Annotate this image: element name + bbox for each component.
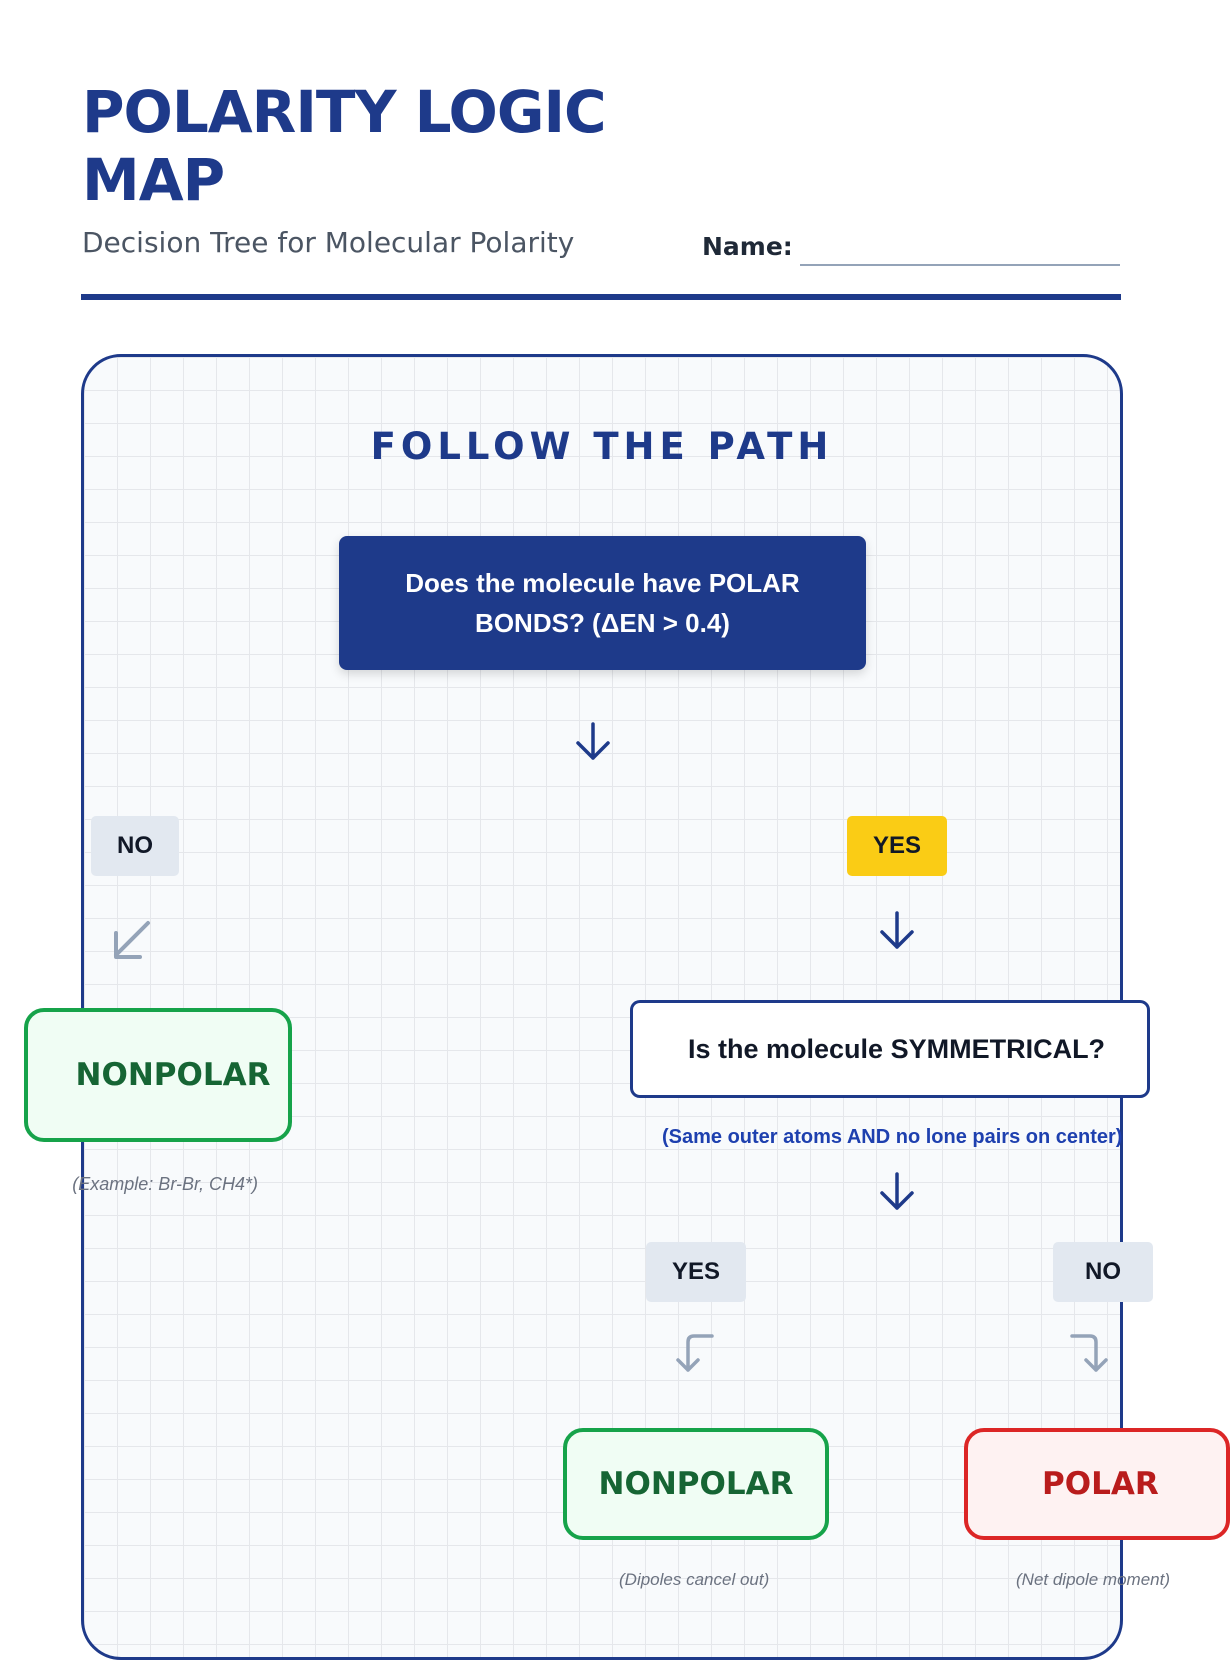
arrow-down-icon — [576, 722, 610, 760]
question-polar-bonds-text: Does the molecule have POLAR BONDS? (ΔEN… — [405, 568, 800, 638]
header-divider — [81, 294, 1121, 300]
left-nonpolar-result: NONPOLAR — [24, 1008, 292, 1142]
logic-map-panel: FOLLOW THE PATH Does the molecule have P… — [24, 354, 1230, 1660]
symmetric-yes-tag: YES — [646, 1242, 746, 1302]
yes-branch-tag: YES — [847, 816, 947, 876]
page-subtitle: Decision Tree for Molecular Polarity — [82, 226, 575, 259]
question-polar-bonds: Does the molecule have POLAR BONDS? (ΔEN… — [339, 536, 866, 670]
dipoles-cancel-note: (Dipoles cancel out) — [619, 1570, 770, 1589]
arrow-down-icon — [880, 911, 914, 949]
corner-arrow-down-right-icon — [1070, 1334, 1108, 1372]
net-dipole-note: (Net dipole moment) — [1016, 1570, 1171, 1589]
symmetric-nonpolar-result: NONPOLAR — [563, 1428, 829, 1540]
no-branch-tag: NO — [91, 816, 179, 876]
asymmetric-polar-result: POLAR — [964, 1428, 1230, 1540]
arrow-down-left-icon — [114, 921, 150, 959]
page-title: POLARITY LOGIC MAP — [82, 78, 607, 214]
question-symmetrical-text: Is the molecule SYMMETRICAL? — [688, 1033, 1106, 1064]
panel-heading: FOLLOW THE PATH — [370, 425, 834, 468]
question-symmetrical: Is the molecule SYMMETRICAL? — [630, 1000, 1150, 1098]
symmetry-hint: (Same outer atoms AND no lone pairs on c… — [662, 1126, 1123, 1148]
name-field-line[interactable] — [800, 264, 1120, 266]
arrow-down-icon — [880, 1172, 914, 1210]
corner-arrow-down-left-icon — [676, 1334, 714, 1372]
symmetric-no-tag: NO — [1053, 1242, 1153, 1302]
left-example-note: (Example: Br-Br, CH4*) — [72, 1174, 258, 1194]
name-label: Name: — [702, 232, 793, 261]
